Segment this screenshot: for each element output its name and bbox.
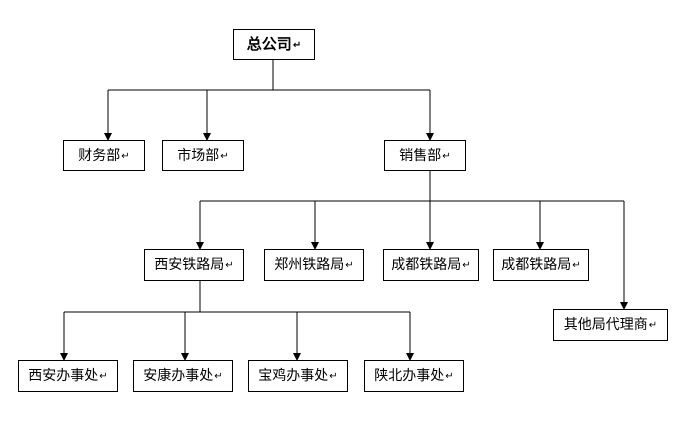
- node-label: 安康办事处: [143, 368, 214, 384]
- node-label: 销售部: [399, 147, 442, 164]
- node-chengdu-railway-bureau-2: 成都铁路局↵: [493, 249, 589, 281]
- paragraph-mark: ↵: [462, 260, 471, 271]
- node-xian-office: 西安办事处↵: [18, 360, 118, 392]
- paragraph-mark: ↵: [220, 150, 229, 162]
- node-finance-dept: 财务部↵: [63, 140, 145, 171]
- node-label: 其他局代理商: [563, 317, 648, 333]
- paragraph-mark: ↵: [225, 260, 234, 271]
- node-label: 市场部: [177, 147, 220, 164]
- node-zhengzhou-railway-bureau: 郑州铁路局↵: [264, 249, 364, 281]
- node-xian-railway-bureau: 西安铁路局↵: [144, 249, 244, 281]
- node-baoji-office: 宝鸡办事处↵: [248, 360, 348, 392]
- paragraph-mark: ↵: [292, 39, 302, 51]
- paragraph-mark: ↵: [442, 150, 451, 162]
- node-head-office: 总公司↵: [233, 29, 315, 60]
- node-label: 总公司: [246, 35, 292, 53]
- paragraph-mark: ↵: [648, 320, 658, 331]
- paragraph-mark: ↵: [572, 260, 581, 271]
- node-market-dept: 市场部↵: [162, 140, 244, 171]
- node-label: 西安铁路局: [154, 257, 225, 273]
- node-label: 成都铁路局: [391, 257, 462, 273]
- paragraph-mark: ↵: [445, 371, 454, 382]
- paragraph-mark: ↵: [345, 260, 354, 271]
- node-shaanbei-office: 陕北办事处↵: [364, 360, 464, 392]
- paragraph-mark: ↵: [214, 371, 223, 382]
- paragraph-mark: ↵: [329, 371, 338, 382]
- node-chengdu-railway-bureau-1: 成都铁路局↵: [383, 249, 479, 281]
- node-label: 陕北办事处: [374, 368, 445, 384]
- node-ankang-office: 安康办事处↵: [133, 360, 233, 392]
- paragraph-mark: ↵: [99, 371, 108, 382]
- node-label: 郑州铁路局: [274, 257, 345, 273]
- node-label: 成都铁路局: [501, 257, 572, 273]
- node-sales-dept: 销售部↵: [384, 140, 466, 171]
- node-label: 西安办事处: [28, 368, 99, 384]
- node-label: 宝鸡办事处: [258, 368, 329, 384]
- paragraph-mark: ↵: [121, 150, 130, 162]
- node-other-bureau-agents: 其他局代理商↵: [553, 309, 668, 341]
- node-label: 财务部: [78, 147, 121, 164]
